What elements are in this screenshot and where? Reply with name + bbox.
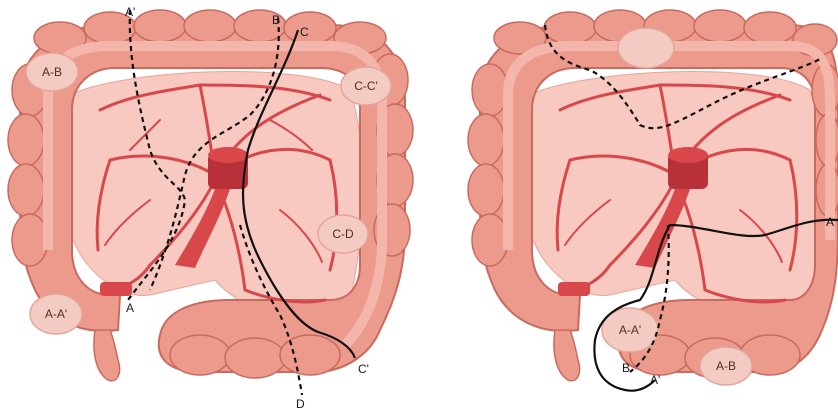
right-vessel-stump (558, 282, 590, 296)
line-label-right-b: B (622, 361, 630, 375)
left-vessel-stump-a (100, 282, 132, 296)
line-label-right-a: A (826, 215, 834, 229)
tumor-label-left-a-b: A-B (42, 65, 62, 79)
left-appendix (94, 330, 120, 381)
right-appendix (554, 330, 580, 381)
line-label-left-b: B (272, 13, 280, 27)
tumor-label-left-a-aprime: A-A' (45, 307, 67, 321)
tumor-label-left-c-cprime: C-C' (354, 79, 378, 93)
right-colon-diagram: A-A' A-B A B A' (468, 10, 838, 391)
left-colon-diagram: A-B C-C' C-D A-A' A' B C A C' D (8, 5, 413, 411)
tumor-label-right-a-aprime: A-A' (619, 323, 641, 337)
line-label-right-aprime: A' (650, 373, 660, 387)
line-label-left-d: D (296, 397, 305, 411)
line-label-left-c: C (300, 25, 309, 39)
tumor-label-left-c-d: C-D (332, 227, 354, 241)
line-label-left-a: A (126, 301, 134, 315)
line-label-left-aprime: A' (125, 5, 135, 19)
line-label-left-cprime: C' (358, 362, 369, 376)
tumor-label-right-a-b: A-B (716, 359, 736, 373)
tumor-right-top (618, 28, 674, 68)
